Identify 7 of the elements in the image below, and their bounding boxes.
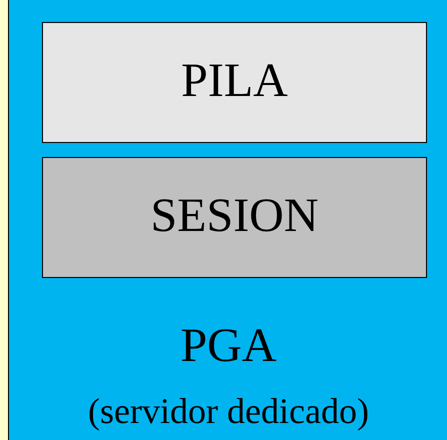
memory-block — [42, 22, 427, 143]
node-title: PGA — [179, 320, 278, 373]
memory-area — [8, 0, 447, 440]
node-title: SESION — [149, 190, 320, 243]
memory-block — [42, 157, 427, 278]
node-title: PILA — [180, 55, 289, 108]
node-subtitle: (servidor dedicado) — [87, 392, 370, 432]
